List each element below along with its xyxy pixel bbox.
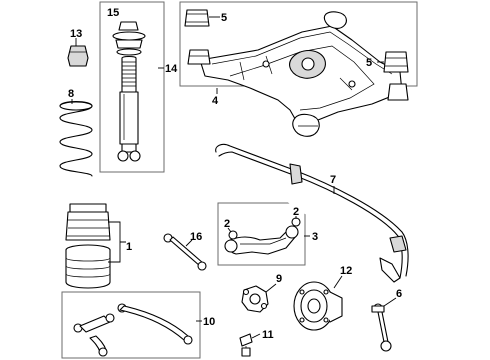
upper-control-arm-part xyxy=(224,217,301,255)
upper-arm-frame xyxy=(217,202,306,266)
callout-3: 3 xyxy=(312,231,318,243)
strut-mount-part xyxy=(112,21,146,56)
coil-spring-part xyxy=(59,100,93,177)
callout-2b: 2 xyxy=(293,206,299,218)
callout-15: 15 xyxy=(107,7,119,19)
callout-5b: 5 xyxy=(366,57,372,69)
callout-12: 12 xyxy=(340,265,352,277)
callout-5a: 5 xyxy=(221,12,227,24)
knuckle-part xyxy=(241,285,269,313)
callout-10: 10 xyxy=(203,316,215,328)
subframe-bushing-right-part xyxy=(383,51,409,101)
callout-7: 7 xyxy=(330,174,336,186)
leader-2a xyxy=(227,227,232,233)
callout-4: 4 xyxy=(212,95,219,107)
stabilizer-link-part xyxy=(371,303,392,352)
leader-6 xyxy=(383,297,397,307)
leader-12 xyxy=(333,275,343,289)
callout-9: 9 xyxy=(276,273,282,285)
shock-absorber-part xyxy=(117,55,141,162)
strut-assembly-frame xyxy=(99,1,165,173)
bolt-part xyxy=(239,333,253,357)
callout-2a: 2 xyxy=(224,218,230,230)
link-rod-part xyxy=(163,233,207,271)
stabilizer-bar-part xyxy=(215,143,409,283)
callout-6: 6 xyxy=(396,288,402,300)
callout-14: 14 xyxy=(165,63,178,75)
leader-11 xyxy=(251,333,261,339)
lower-control-arm-part xyxy=(73,303,193,357)
callout-16: 16 xyxy=(190,231,202,243)
bump-stop-part xyxy=(67,45,89,67)
callout-8: 8 xyxy=(68,88,74,100)
lower-arm-frame xyxy=(61,291,201,359)
leader-1 xyxy=(108,221,126,263)
callout-11: 11 xyxy=(262,329,274,341)
air-spring-part xyxy=(65,203,111,289)
subframe-bushing-left-part xyxy=(184,9,211,65)
rear-subframe-part xyxy=(199,11,403,137)
wheel-hub-part xyxy=(293,281,343,331)
leader-9 xyxy=(265,283,277,293)
callout-1: 1 xyxy=(126,241,132,253)
callout-13: 13 xyxy=(70,28,82,40)
leader-16 xyxy=(185,239,193,247)
